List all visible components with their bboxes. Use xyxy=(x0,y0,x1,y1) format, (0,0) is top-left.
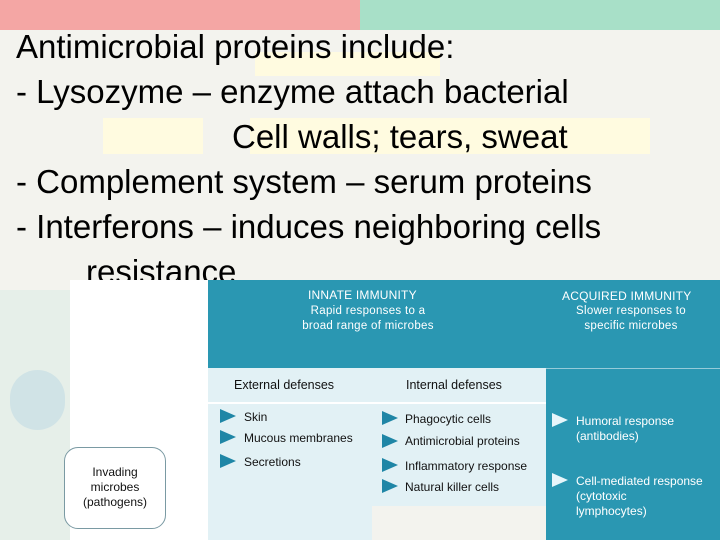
text-highlight xyxy=(250,118,650,154)
arrow-icon xyxy=(382,458,398,472)
external-item-mucous-membranes: Mucous membranes xyxy=(244,431,353,445)
invading-microbes-box: Invading microbes (pathogens) xyxy=(64,447,166,529)
background-band-red xyxy=(0,0,360,30)
internal-item-antimicrobial-proteins: Antimicrobial proteins xyxy=(405,434,520,448)
humoral-line-2: (antibodies) xyxy=(576,429,639,443)
arrow-icon xyxy=(552,413,568,427)
internal-item-phagocytic-cells: Phagocytic cells xyxy=(405,412,492,426)
invading-line-3: (pathogens) xyxy=(82,495,148,509)
acquired-subtitle-line-2: specific microbes xyxy=(584,320,678,332)
acquired-divider xyxy=(546,368,720,369)
external-item-secretions: Secretions xyxy=(244,455,301,469)
internal-defenses-box: Internal defenses Phagocytic cells Antim… xyxy=(372,368,546,506)
external-divider xyxy=(208,402,372,404)
external-defenses-box: External defenses Skin Mucous membranes … xyxy=(208,368,372,540)
cell-mediated-response-label: Cell-mediated response (cytotoxic lympho… xyxy=(576,474,703,519)
cell-mediated-line-1: Cell-mediated response xyxy=(576,474,703,488)
acquired-immunity-panel: ACQUIRED IMMUNITY Slower responses to sp… xyxy=(546,280,720,540)
humoral-line-1: Humoral response xyxy=(576,414,675,428)
external-defenses-header: External defenses xyxy=(234,378,335,392)
arrow-icon xyxy=(220,454,236,468)
innate-subtitle: Rapid responses to a broad range of micr… xyxy=(248,304,488,334)
invading-line-2: microbes xyxy=(90,480,140,494)
background-band-green xyxy=(360,0,720,30)
acquired-subtitle-line-1: Slower responses to xyxy=(576,305,686,317)
slide-line-3: Cell walls; tears, sweat xyxy=(232,118,568,155)
background-cell-shape xyxy=(10,370,65,430)
slide-bullet-text: Antimicrobial proteins include: - Lysozy… xyxy=(16,24,601,294)
acquired-subtitle: Slower responses to specific microbes xyxy=(546,304,716,334)
internal-item-natural-killer-cells: Natural killer cells xyxy=(405,480,500,494)
innate-title: INNATE IMMUNITY xyxy=(308,288,417,302)
internal-divider xyxy=(372,402,546,404)
external-item-skin: Skin xyxy=(244,410,268,424)
arrow-icon xyxy=(552,473,568,487)
internal-item-inflammatory-response: Inflammatory response xyxy=(405,459,528,473)
slide-line-4: - Complement system – serum proteins xyxy=(16,163,592,200)
text-highlight xyxy=(255,52,440,76)
slide-line-2: - Lysozyme – enzyme attach bacterial xyxy=(16,73,569,110)
arrow-icon xyxy=(382,411,398,425)
slide-line-5: - Interferons – induces neighboring cell… xyxy=(16,208,602,245)
humoral-response-label: Humoral response (antibodies) xyxy=(576,414,674,444)
invading-microbes-label: Invading microbes (pathogens) xyxy=(65,465,165,510)
text-highlight xyxy=(103,118,203,154)
cell-mediated-line-2: (cytotoxic xyxy=(576,489,627,503)
immunity-diagram: INNATE IMMUNITY Rapid responses to a bro… xyxy=(70,280,720,540)
acquired-immunity-header: ACQUIRED IMMUNITY Slower responses to sp… xyxy=(546,280,720,368)
cell-mediated-line-3: lymphocytes) xyxy=(576,504,647,518)
arrow-icon xyxy=(382,434,398,448)
acquired-title: ACQUIRED IMMUNITY xyxy=(562,289,692,303)
slide-line-1: Antimicrobial proteins include: xyxy=(16,28,455,65)
invading-line-1: Invading xyxy=(92,465,138,479)
innate-subtitle-line-1: Rapid responses to a xyxy=(310,305,426,317)
arrow-icon xyxy=(220,409,236,423)
innate-subtitle-line-2: broad range of microbes xyxy=(302,320,434,332)
arrow-icon xyxy=(382,479,398,493)
internal-defenses-header: Internal defenses xyxy=(406,378,502,392)
arrow-icon xyxy=(220,430,236,444)
